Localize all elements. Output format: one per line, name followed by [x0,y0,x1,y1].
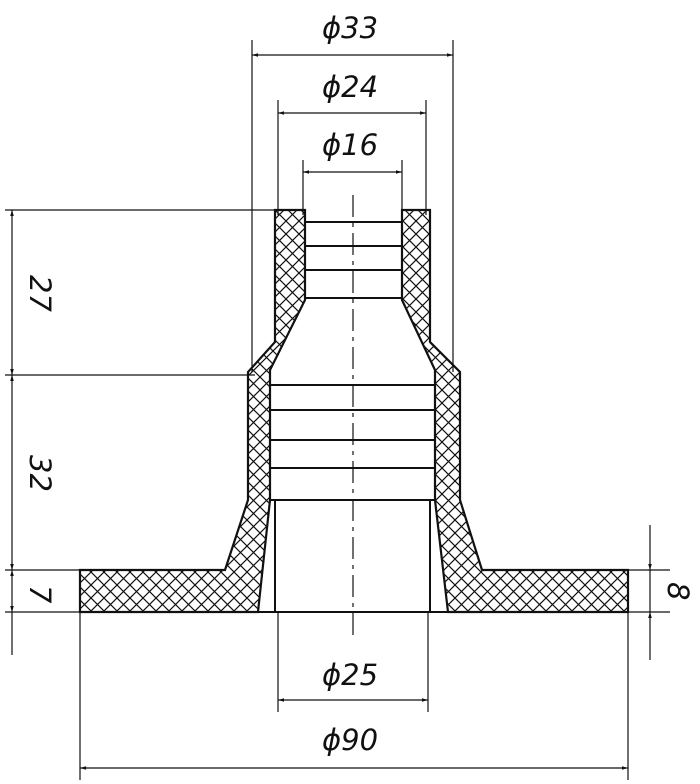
dim-label-d33: ϕ33 [322,11,378,45]
inner-bore [80,221,628,613]
dimension-lines [10,53,652,770]
dim-label-h32: 32 [23,455,57,492]
dim-label-d24: ϕ24 [322,70,378,104]
dim-label-d25: ϕ25 [322,658,378,692]
dim-label-d90: ϕ90 [322,723,378,757]
dim-label-d16: ϕ16 [322,128,378,162]
dim-label-h7: 7 [23,585,57,604]
extension-lines [5,40,670,780]
section-right [400,208,630,614]
section-right-body [400,208,630,614]
dim-label-h27: 27 [23,275,57,312]
dim-label-h8: 8 [661,582,695,600]
